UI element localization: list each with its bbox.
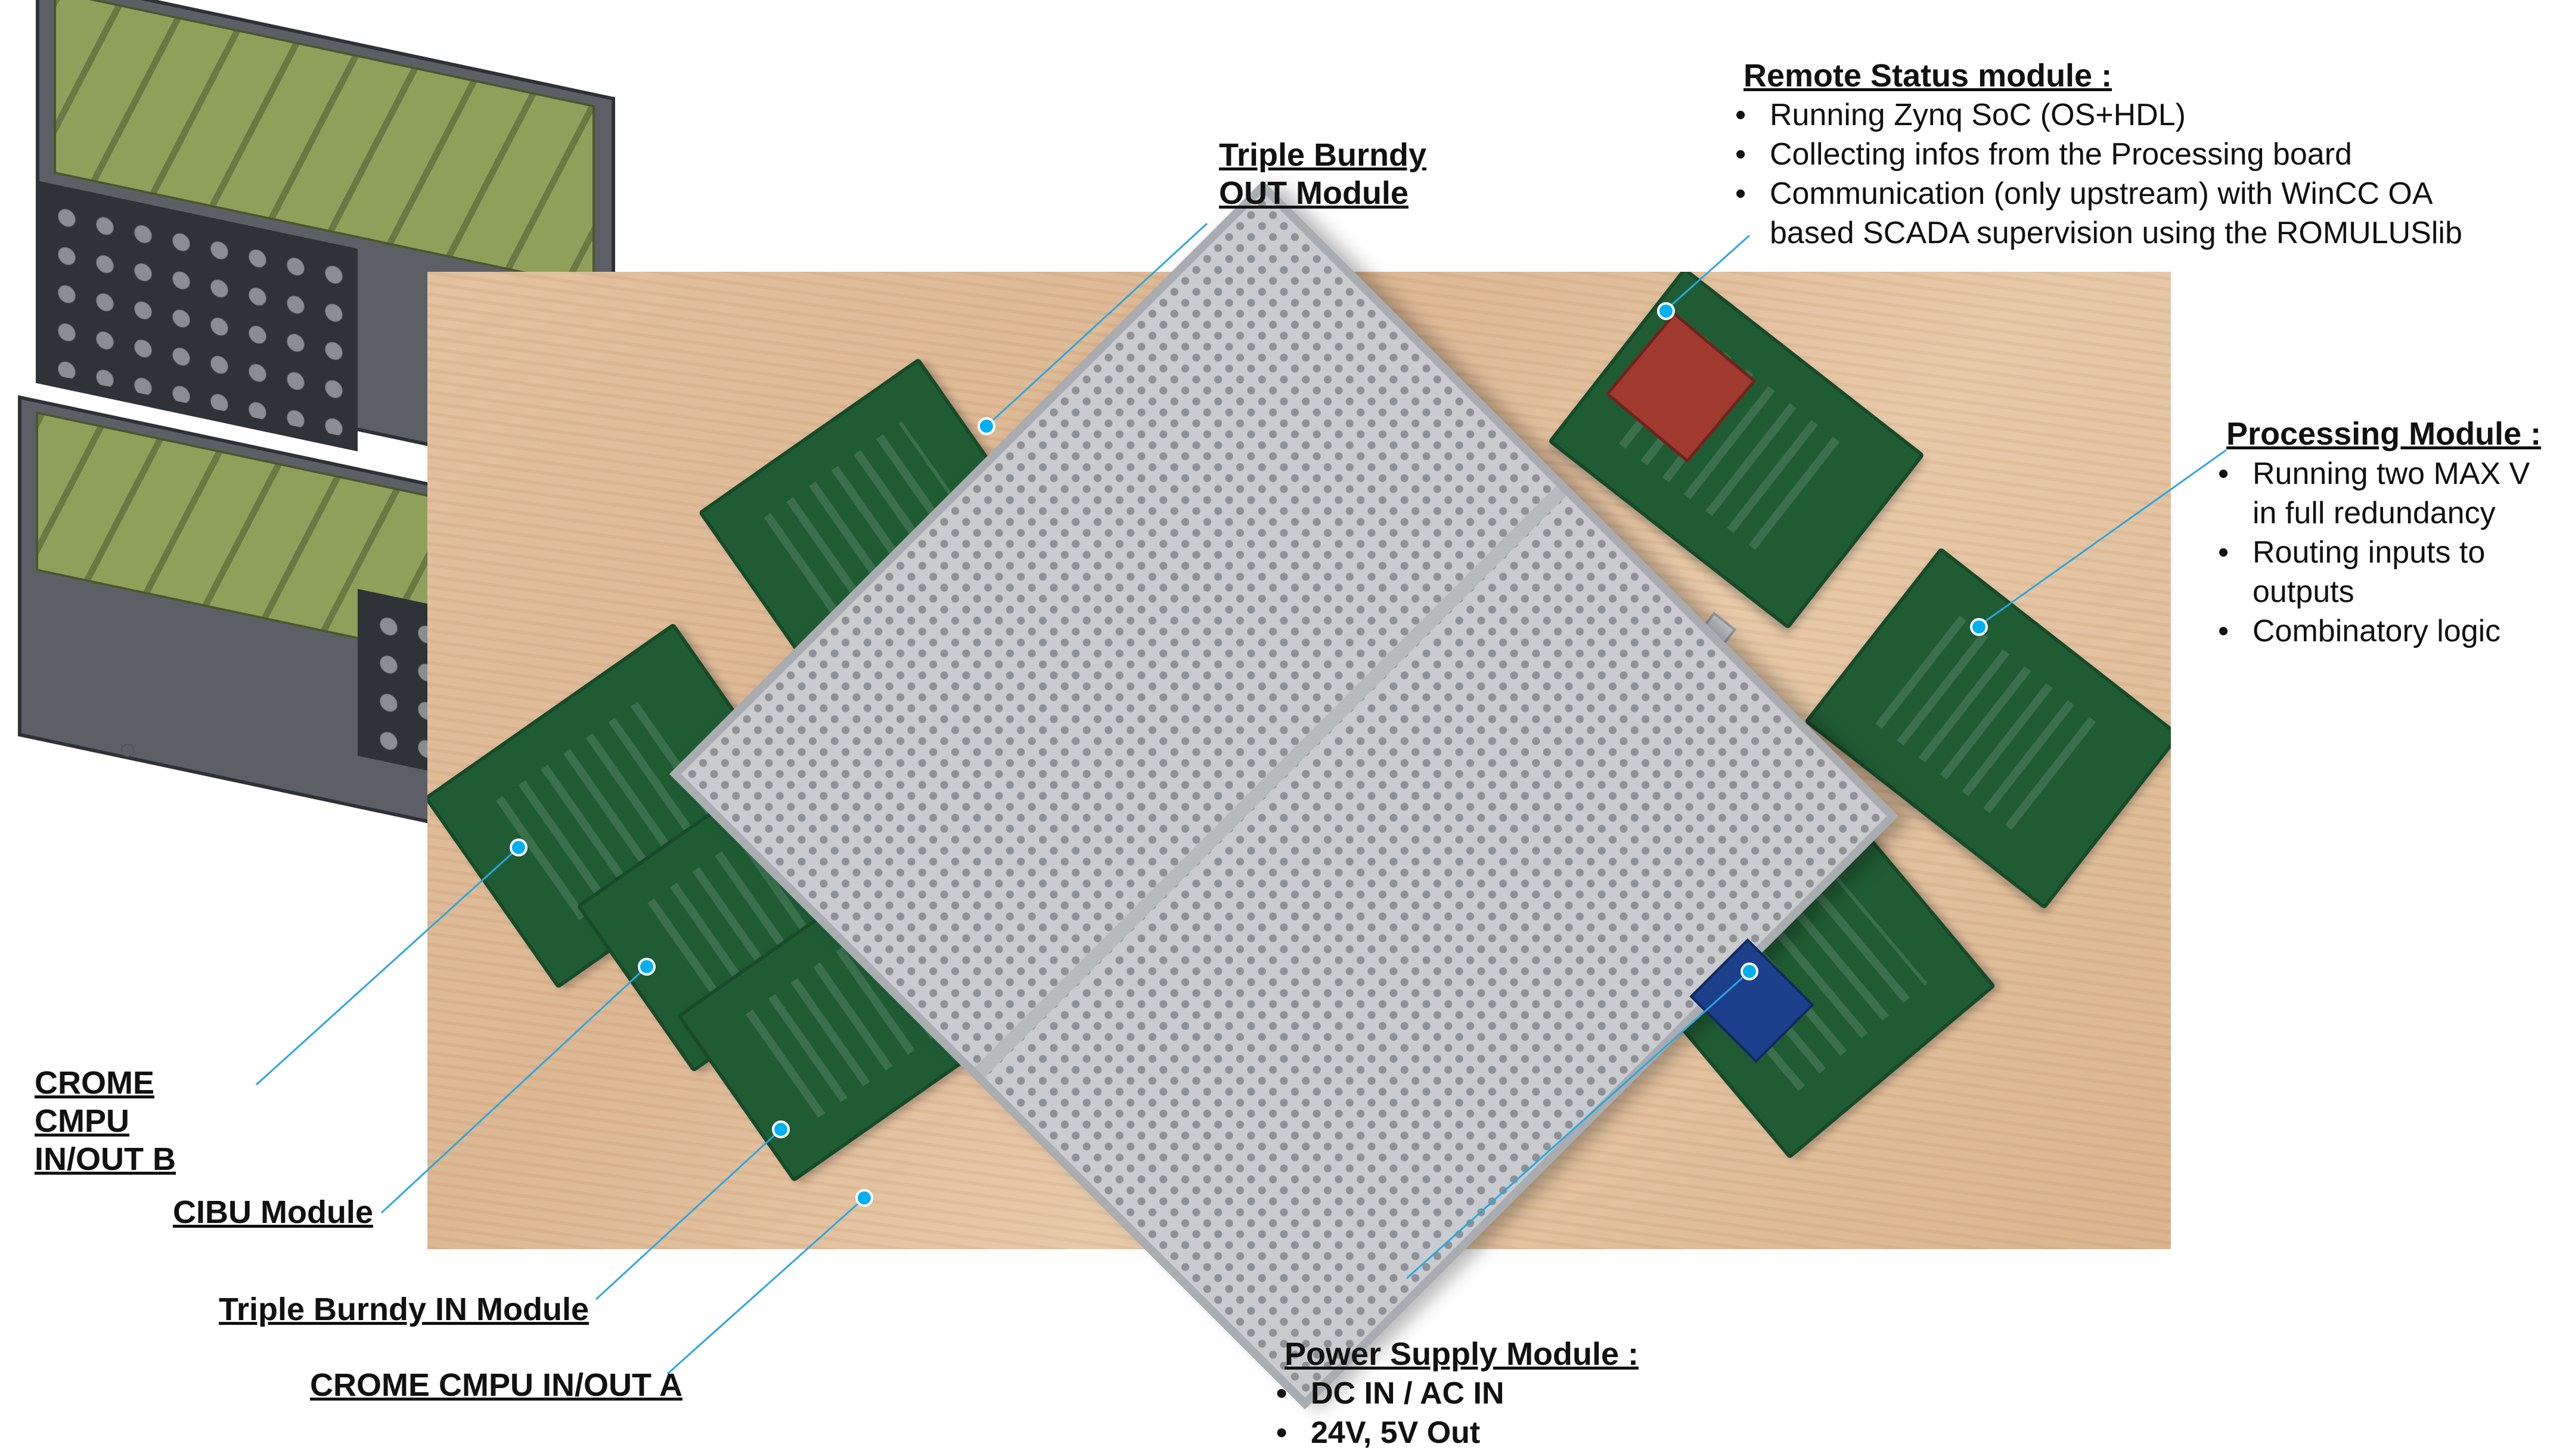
crome-cmpu-a-label: CROME CMPU IN/OUT A (310, 1367, 682, 1403)
remote-status-title: Remote Status module : (1743, 58, 2112, 94)
crome-cmpu-b-label: CROME CMPU IN/OUT B (35, 1065, 176, 1177)
power-supply-item: DC IN / AC IN (1273, 1374, 1749, 1413)
remote-status-item: Running Zynq SoC (OS+HDL) (1732, 95, 2566, 135)
remote-status-list: Running Zynq SoC (OS+HDL) Collecting inf… (1732, 95, 2566, 253)
power-supply-list: DC IN / AC IN 24V, 5V Out (1273, 1374, 1749, 1452)
triple-burndy-in-label: Triple Burndy IN Module (219, 1292, 590, 1327)
processing-item: Running two MAX V (2214, 454, 2566, 493)
processing-item-continuation: in full redundancy (2253, 496, 2496, 530)
triple-burndy-out-label: Triple Burndy OUT Module (1219, 137, 1427, 211)
processing-title: Processing Module : (2226, 416, 2542, 452)
processing-item: Combinatory logic (2214, 611, 2566, 651)
remote-status-item-continuation: based SCADA supervision using the ROMULU… (1770, 216, 2462, 250)
cad-marker-circle (121, 744, 134, 757)
remote-status-item: Communication (only upstream) with WinCC… (1732, 174, 2566, 213)
cibu-label: CIBU Module (173, 1194, 373, 1230)
processing-list: Running two MAX V in full redundancy Rou… (2214, 454, 2566, 651)
processing-item: Routing inputs to (2214, 533, 2566, 572)
power-supply-title: Power Supply Module : (1285, 1336, 1639, 1372)
processing-item-continuation: outputs (2253, 575, 2354, 609)
remote-status-item: Collecting infos from the Processing boa… (1732, 135, 2566, 174)
power-supply-item: 24V, 5V Out (1273, 1413, 1749, 1452)
